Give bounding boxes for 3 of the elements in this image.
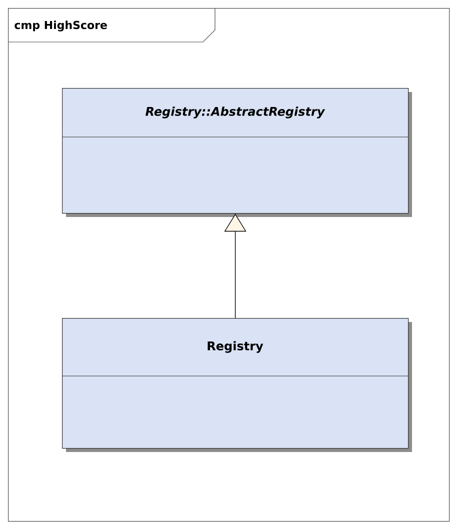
class-box: Registry (62, 318, 412, 452)
generalization-arrow (224, 214, 246, 318)
class-box: Registry::AbstractRegistry (62, 88, 412, 217)
